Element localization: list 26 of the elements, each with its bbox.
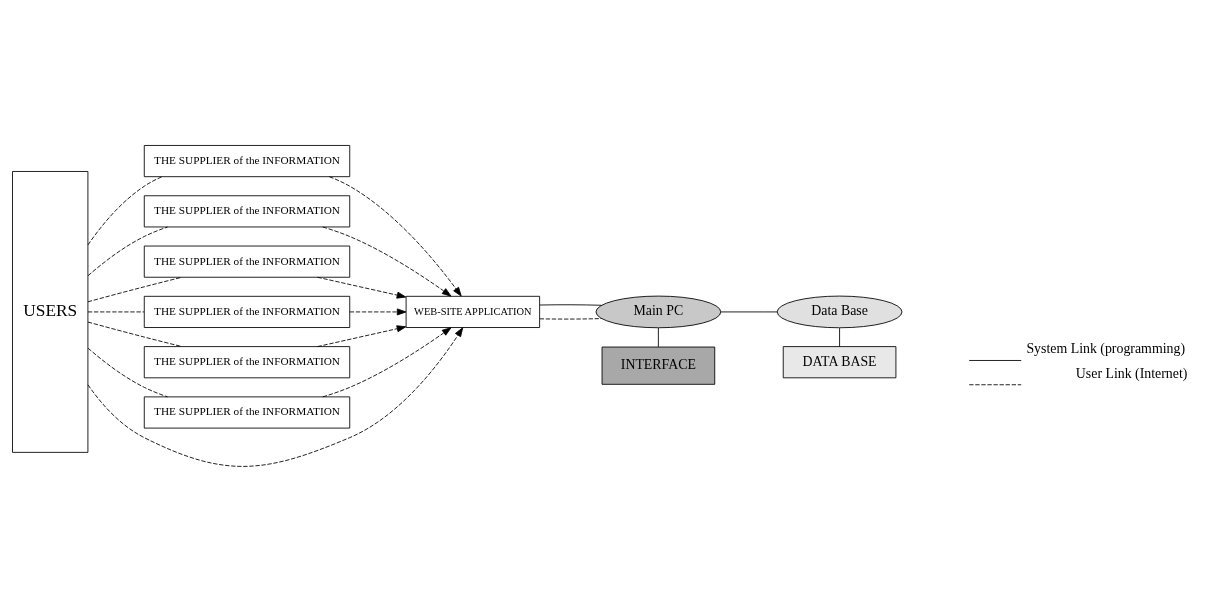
node-box: THE SUPPLIER of the INFORMATION: [143, 245, 351, 278]
node-box: THE SUPPLIER of the INFORMATION: [143, 295, 351, 328]
connector: [87, 176, 163, 246]
node-box: THE SUPPLIER of the INFORMATION: [143, 396, 351, 429]
node-ellipse: Data Base: [776, 295, 903, 329]
node-box: WEB-SITE APPLICATION: [405, 295, 541, 328]
arrow: [317, 276, 407, 299]
connector: [87, 276, 183, 303]
arrow: [349, 308, 407, 316]
connector: [539, 304, 602, 306]
legend-label: System Link (programming): [1026, 341, 1186, 357]
legend-label: User Link (Internet): [1075, 365, 1188, 381]
arrow: [87, 327, 464, 467]
connector: [87, 311, 145, 313]
connector: [839, 327, 840, 347]
node-box: THE SUPPLIER of the INFORMATION: [143, 145, 351, 178]
connector: [720, 311, 778, 313]
node-box: DATA BASE: [782, 346, 897, 379]
node-box: USERS: [12, 171, 89, 453]
connector: [657, 327, 659, 348]
connector: [539, 318, 602, 320]
node-box: THE SUPPLIER of the INFORMATION: [143, 346, 351, 379]
arrow: [317, 325, 407, 347]
node-box: THE SUPPLIER of the INFORMATION: [143, 195, 351, 228]
node-box: INTERFACE: [601, 346, 716, 385]
node-ellipse: Main PC: [595, 295, 722, 329]
